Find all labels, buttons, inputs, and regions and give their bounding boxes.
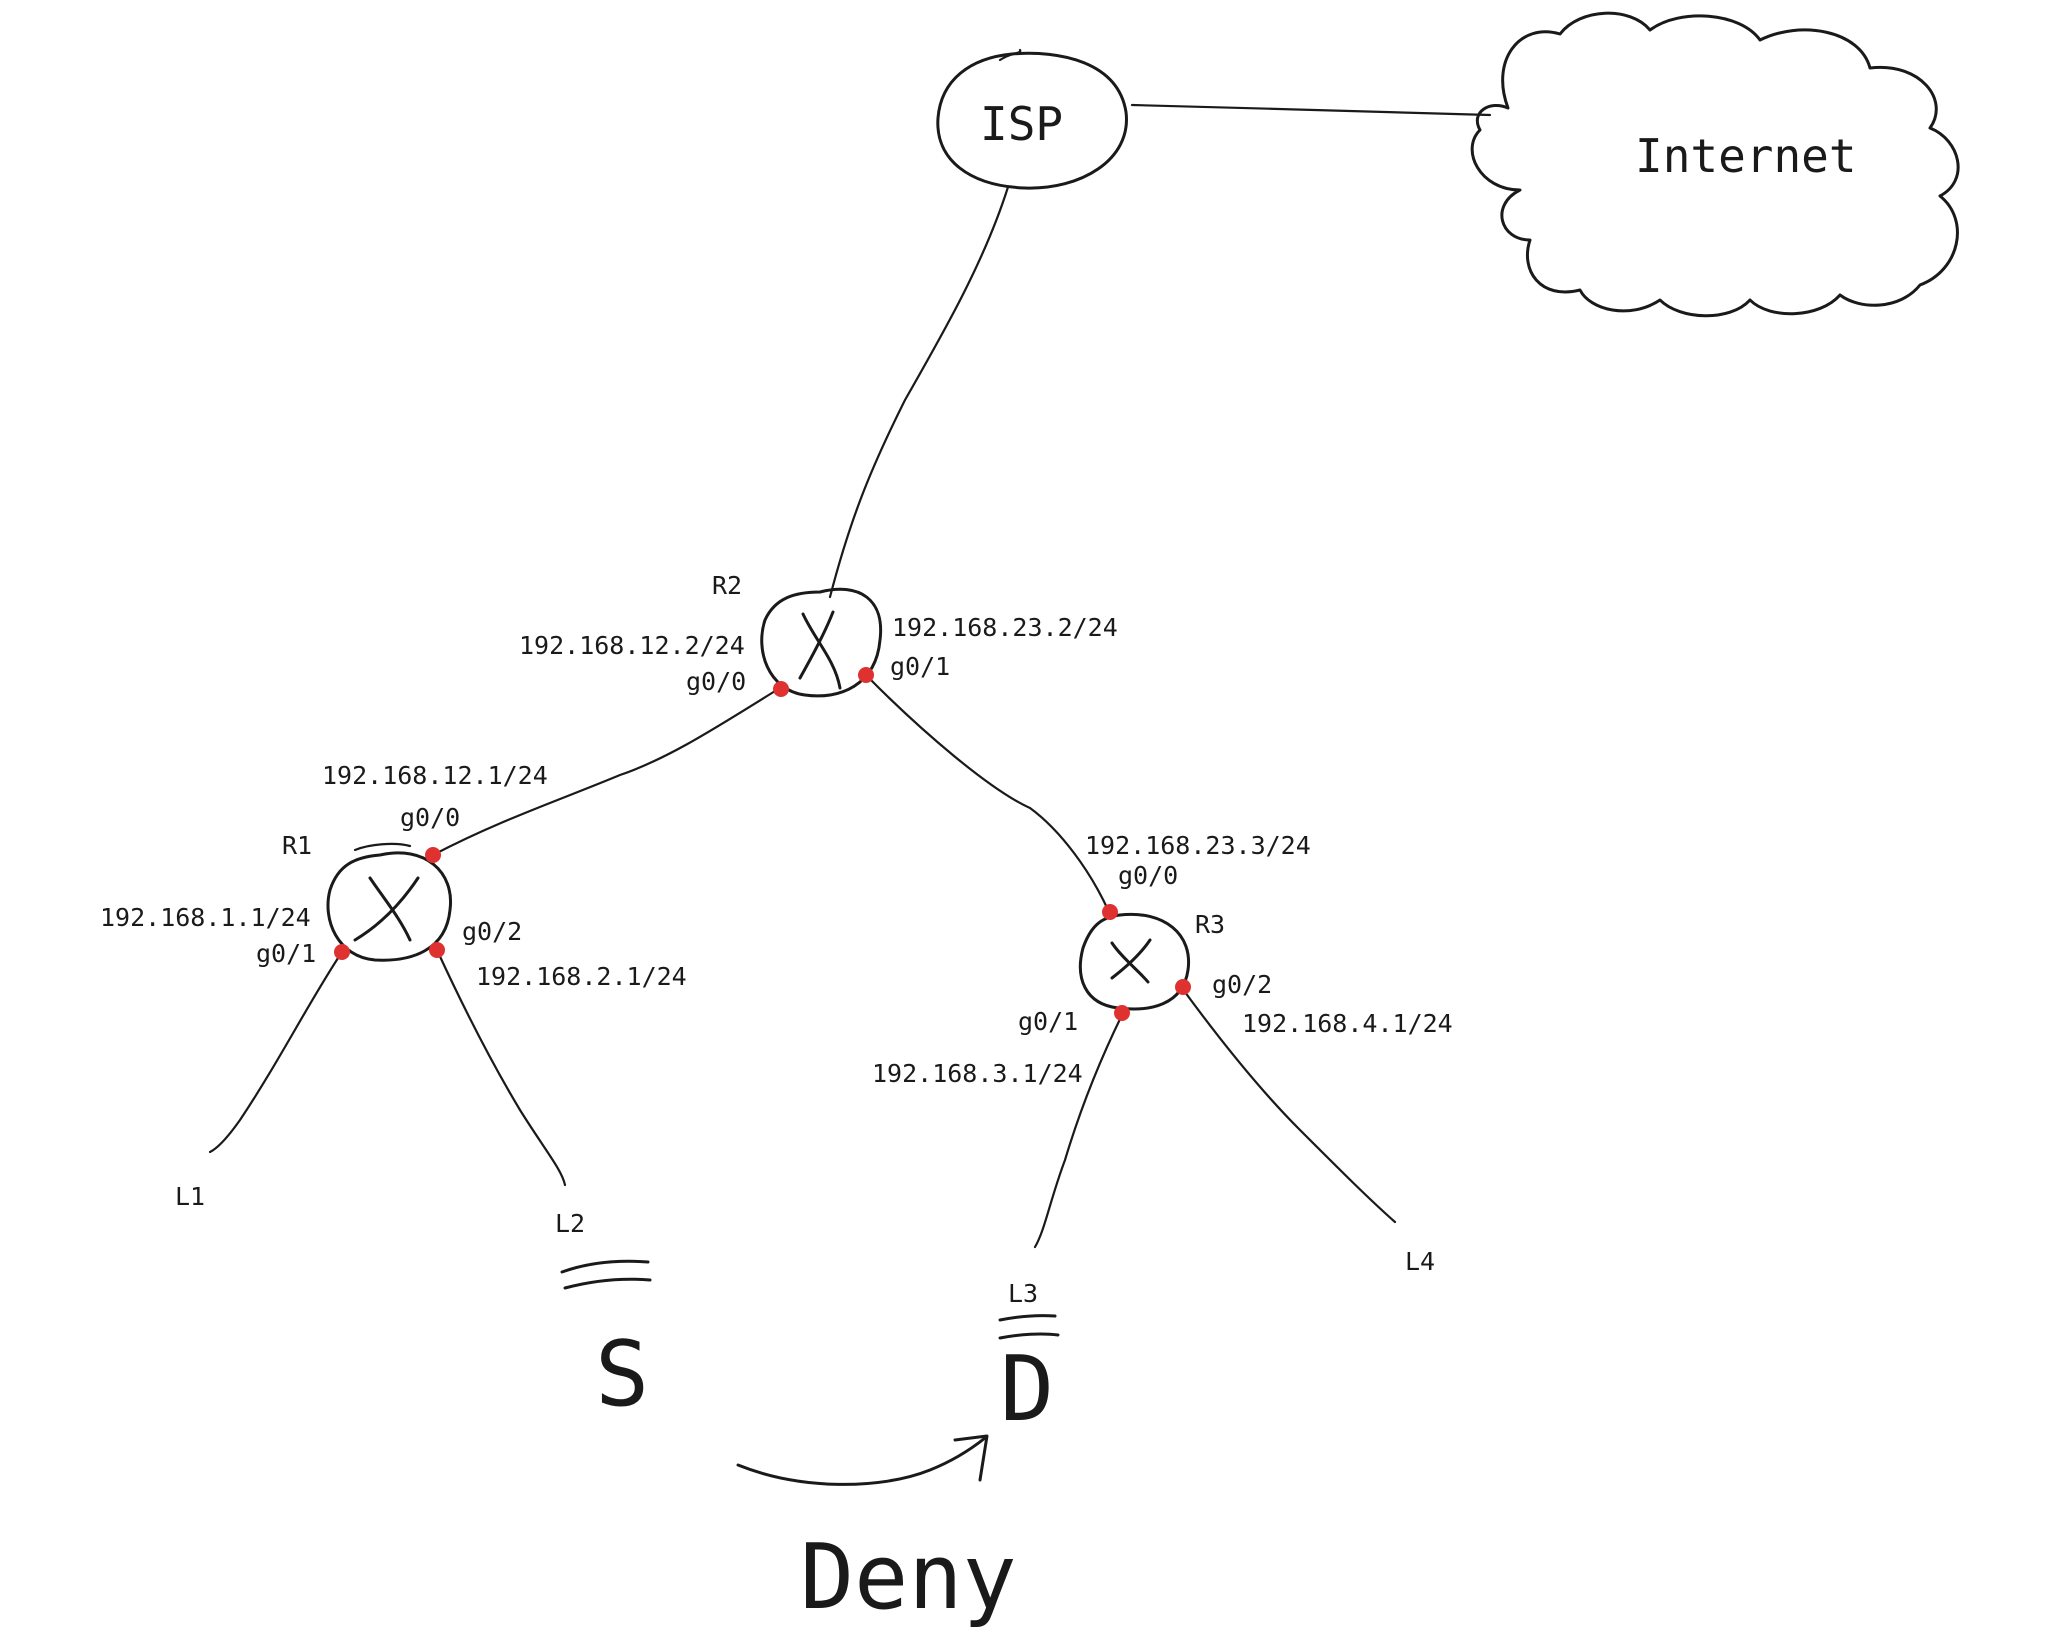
link-r3-l4: [1180, 986, 1397, 1224]
links: [208, 103, 1492, 1249]
deny-arrowhead: [953, 1434, 989, 1482]
lan-l3-label: L3: [1008, 1279, 1038, 1308]
r1-g01-port: g0/1: [256, 939, 316, 968]
router-r1: R1: [282, 831, 453, 962]
r1-g01-ip: 192.168.1.1/24: [100, 903, 311, 932]
r3-g00-port: g0/0: [1118, 861, 1178, 890]
r1-g00-port: g0/0: [400, 803, 460, 832]
r2-g01-ip: 192.168.23.2/24: [892, 613, 1118, 642]
r2-g00-ip: 192.168.12.2/24: [519, 631, 745, 660]
lan-labels: L1 L2 L3 L4: [175, 1182, 1435, 1308]
r1-g02-port: g0/2: [462, 917, 522, 946]
lan-l2-label: L2: [555, 1209, 585, 1238]
link-isp-internet: [1130, 103, 1492, 117]
r3-g00-dot: [1102, 904, 1118, 920]
r1-g01-dot: [334, 944, 350, 960]
r2-g01-port: g0/1: [890, 652, 950, 681]
router-r2-label: R2: [712, 571, 742, 600]
deny-arrow: [736, 1436, 987, 1486]
link-r2-r3: [864, 673, 1111, 914]
r3-g01-ip: 192.168.3.1/24: [872, 1059, 1083, 1088]
lan-l1-label: L1: [175, 1182, 205, 1211]
isp-node: ISP: [936, 48, 1128, 190]
internet-cloud: Internet: [1470, 11, 1960, 318]
lan-l4-label: L4: [1405, 1247, 1435, 1276]
r1-g02-dot: [429, 942, 445, 958]
deny-label: Deny: [800, 1525, 1017, 1630]
link-isp-r2: [828, 185, 1010, 599]
r2-g01-dot: [858, 667, 874, 683]
router-r3: R3: [1078, 910, 1225, 1011]
r3-g02-port: g0/2: [1212, 970, 1272, 999]
r3-g00-ip: 192.168.23.3/24: [1085, 831, 1311, 860]
interface-dots: [334, 667, 1191, 1021]
interface-labels: 192.168.12.2/24 g0/0 192.168.23.2/24 g0/…: [100, 613, 1453, 1088]
router-r3-label: R3: [1195, 910, 1225, 939]
internet-label: Internet: [1635, 129, 1857, 183]
isp-label: ISP: [980, 97, 1063, 151]
dest-underline-2: [998, 1332, 1060, 1340]
router-r2: R2: [712, 571, 883, 698]
dest-underline-1: [998, 1314, 1057, 1322]
r3-g02-ip: 192.168.4.1/24: [1242, 1009, 1453, 1038]
r3-g01-dot: [1114, 1005, 1130, 1021]
r2-g00-dot: [773, 681, 789, 697]
r1-g02-ip: 192.168.2.1/24: [476, 962, 687, 991]
source-label: S: [595, 1322, 649, 1427]
link-r3-l3: [1033, 1013, 1124, 1249]
r2-g00-port: g0/0: [686, 667, 746, 696]
acl-annotation: S D Deny: [560, 1259, 1060, 1630]
source-underline-1: [560, 1259, 650, 1274]
r1-g00-ip: 192.168.12.1/24: [322, 761, 548, 790]
dest-label: D: [1000, 1337, 1054, 1442]
source-underline-2: [563, 1277, 652, 1290]
link-r2-r1: [431, 686, 782, 857]
link-r1-l1: [208, 950, 344, 1154]
router-r1-label: R1: [282, 831, 312, 860]
r3-g02-dot: [1175, 979, 1191, 995]
r1-g00-dot: [425, 847, 441, 863]
link-r1-l2: [435, 948, 567, 1187]
r3-g01-port: g0/1: [1018, 1007, 1078, 1036]
